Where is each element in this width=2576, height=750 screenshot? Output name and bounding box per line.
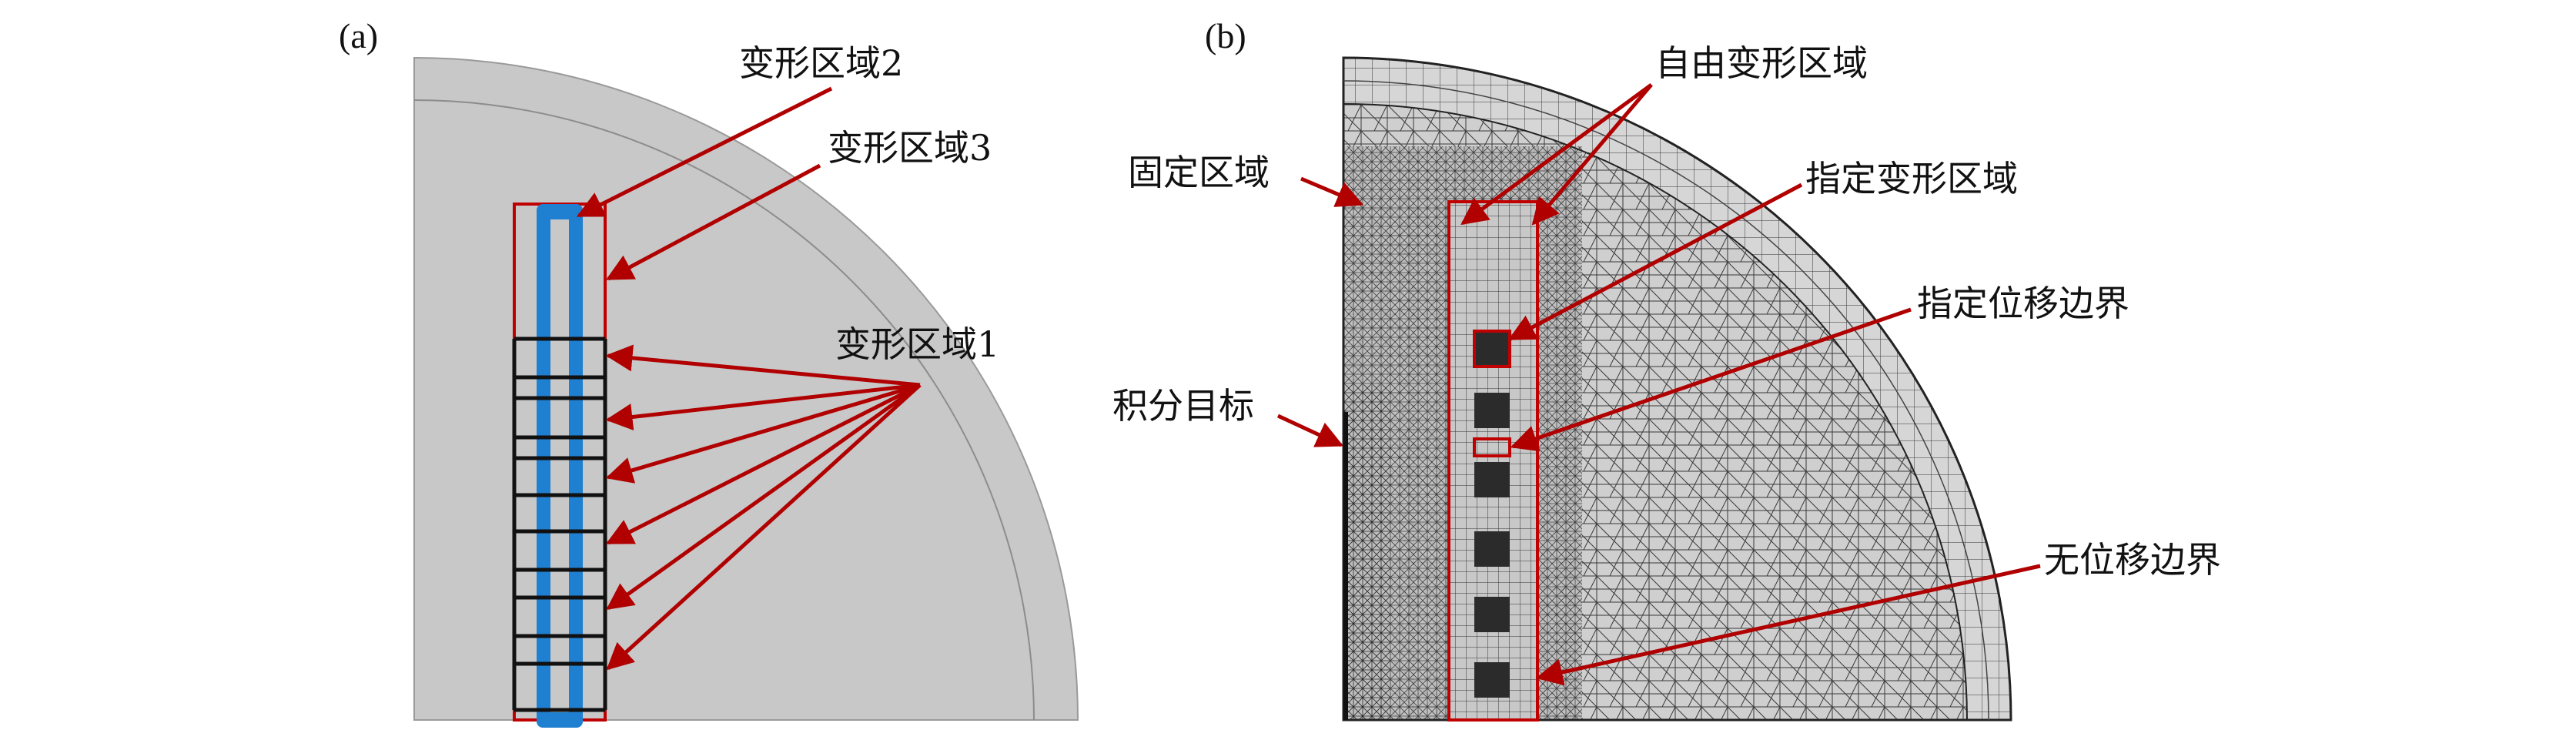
label-fixed-region: 固定区域	[1128, 152, 1270, 193]
label-specified-disp: 指定位移边界	[1917, 283, 2129, 324]
domain-outline-b	[1342, 56, 2012, 722]
label-deform-region-1: 变形区域1	[835, 323, 999, 365]
label-deform-region-3: 变形区域3	[828, 127, 992, 169]
band-mid-arc	[1343, 80, 1989, 721]
arrow-deform-2	[576, 86, 833, 218]
arrow-deform-1-a	[605, 344, 921, 387]
specified-disp-small-box	[1473, 437, 1511, 457]
arrow-integration-target	[1276, 414, 1344, 447]
inner-boundary-arc	[413, 99, 1035, 721]
arrow-deform-1-b	[605, 383, 921, 430]
panel-b-label: (b)	[1205, 16, 1246, 55]
label-integration-target: 积分目标	[1112, 385, 1254, 427]
label-no-disp: 无位移边界	[2044, 539, 2221, 581]
band-inner-arc	[1343, 103, 1968, 721]
label-deform-region-2: 变形区域2	[739, 42, 903, 84]
arrow-fixed	[1300, 176, 1364, 207]
deform-region-1-bars	[512, 336, 607, 712]
arrow-deform-1-d	[605, 383, 922, 545]
arrow-deform-1-c	[605, 383, 921, 484]
label-specified-deform: 指定变形区域	[1805, 158, 2018, 199]
arrow-deform-3	[605, 163, 821, 281]
panel-a: (a) 变形区域2 变形区域3 变形区域	[339, 16, 1079, 728]
arrow-free-deform-b	[1531, 83, 1653, 226]
specified-disp-box	[1473, 330, 1511, 368]
arrow-deform-1-e	[606, 383, 922, 611]
label-free-deform: 自由变形区域	[1655, 42, 1868, 84]
panel-b-arrows	[1276, 82, 2041, 686]
arrow-specified-disp	[1510, 307, 1912, 452]
arrow-free-deform-a	[1460, 82, 1653, 226]
panel-a-arrows	[576, 86, 922, 671]
arrow-deform-1-f	[606, 383, 922, 671]
arrow-no-disp	[1535, 564, 2041, 686]
electrode-inner	[550, 219, 569, 712]
panel-a-label: (a)	[339, 16, 378, 55]
arrow-specified-deform	[1507, 182, 1803, 341]
panel-b: (b) 自由变形区	[1112, 16, 2221, 722]
